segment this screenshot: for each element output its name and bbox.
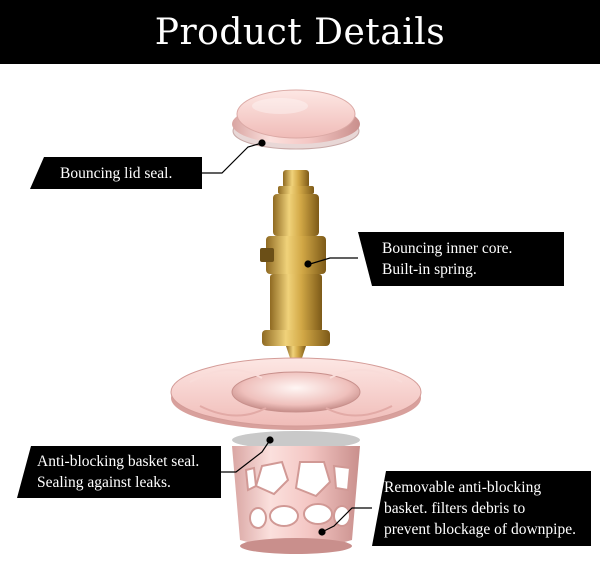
label-basket-seal-line1: Anti-blocking basket seal.: [37, 453, 200, 470]
label-basket-seal: Anti-blocking basket seal. Sealing again…: [17, 446, 221, 498]
flange: [170, 357, 422, 430]
brass-core: [260, 170, 330, 364]
leader-lines: [202, 139, 372, 536]
label-removable-basket: Removable anti-blocking basket. filters …: [372, 471, 591, 546]
header-banner: Product Details: [0, 0, 600, 64]
lid-cap: [232, 89, 360, 150]
label-removable-basket-line2: basket. filters debris to: [384, 500, 526, 517]
label-inner-core-line1: Bouncing inner core.: [382, 240, 513, 257]
page-title: Product Details: [154, 11, 446, 53]
basket: [232, 431, 360, 554]
label-inner-core-line2: Built-in spring.: [382, 261, 477, 278]
label-lid-seal-line1: Bouncing lid seal.: [60, 164, 173, 182]
label-removable-basket-line3: prevent blockage of downpipe.: [384, 521, 576, 538]
label-lid-seal: Bouncing lid seal.: [30, 157, 202, 189]
label-inner-core: Bouncing inner core. Built-in spring.: [358, 232, 564, 286]
label-basket-seal-line2: Sealing against leaks.: [37, 474, 171, 491]
label-removable-basket-line1: Removable anti-blocking: [384, 479, 542, 496]
product-illustration: [170, 89, 422, 554]
